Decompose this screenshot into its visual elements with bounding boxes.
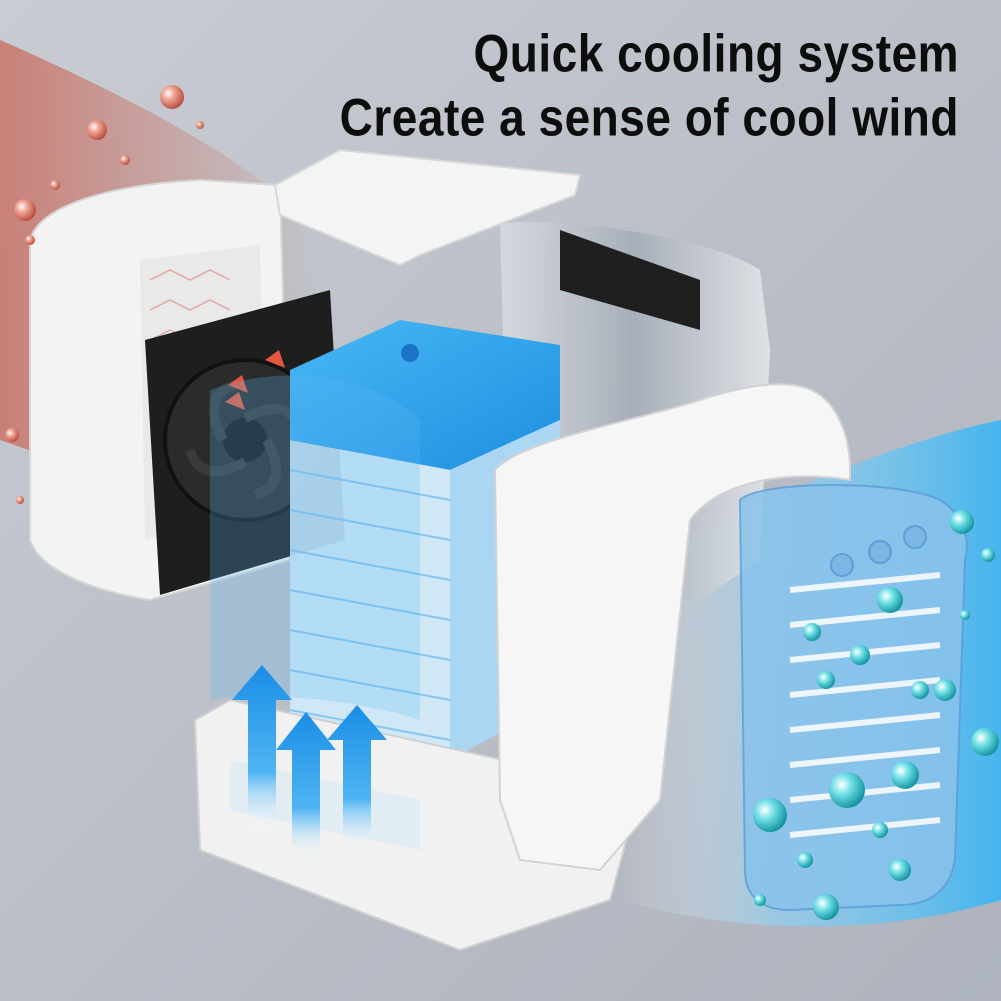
front-grille bbox=[738, 484, 968, 912]
airflow-arrow-icon bbox=[232, 665, 387, 860]
fan bbox=[145, 290, 345, 595]
headline-line-2: Create a sense of cool wind bbox=[339, 87, 959, 147]
front-shell bbox=[493, 383, 851, 872]
warm-air-droplet-icon bbox=[5, 85, 204, 504]
headline-line-1: Quick cooling system bbox=[473, 23, 959, 83]
top-cover bbox=[273, 148, 582, 267]
cool-air-droplet-icon bbox=[753, 510, 999, 920]
